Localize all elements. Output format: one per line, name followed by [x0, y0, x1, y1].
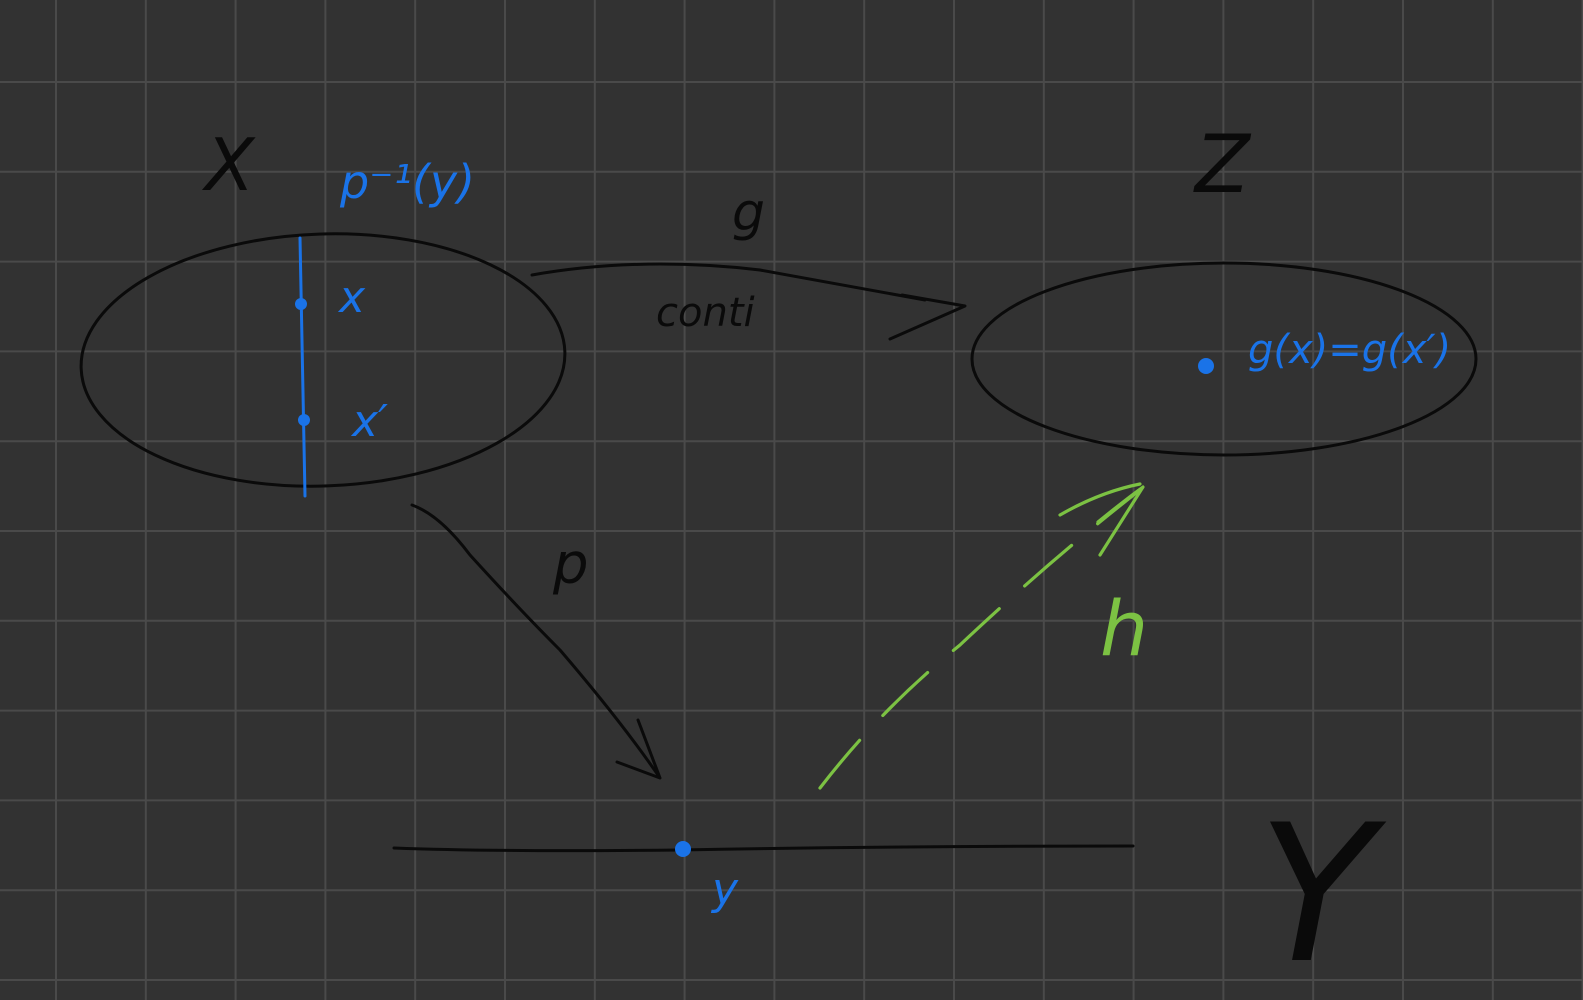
label-point-x-prime: x′ [350, 396, 388, 447]
map-p-arrow [410, 503, 660, 777]
map-h-dashed-arrow [818, 488, 1142, 790]
label-space-z: Z [1193, 118, 1252, 211]
label-map-p: p [552, 532, 589, 597]
label-g-equality: g(x)=g(x′) [1248, 327, 1451, 373]
space-z-ellipse [970, 261, 1478, 457]
label-point-x: x [337, 272, 366, 323]
label-fiber: p⁻¹(y) [339, 155, 475, 209]
space-x-ellipse [79, 232, 567, 488]
label-map-h: h [1100, 584, 1148, 673]
point-y-dot [675, 841, 691, 857]
map-h-arrowhead [1058, 482, 1145, 557]
fiber-line [298, 236, 307, 498]
label-map-g-note: conti [656, 290, 755, 336]
point-x-prime-dot [298, 414, 310, 426]
point-gx-dot [1198, 358, 1214, 374]
label-space-y: Y [1258, 784, 1387, 1000]
map-g-arrowhead [888, 293, 967, 341]
point-x-dot [295, 298, 307, 310]
label-map-g: g [732, 183, 765, 243]
map-g-arrow [530, 262, 927, 302]
label-space-x: X [201, 123, 256, 207]
space-y-line [392, 844, 1135, 853]
label-point-y: y [710, 864, 739, 915]
map-p-arrowhead [615, 718, 662, 780]
